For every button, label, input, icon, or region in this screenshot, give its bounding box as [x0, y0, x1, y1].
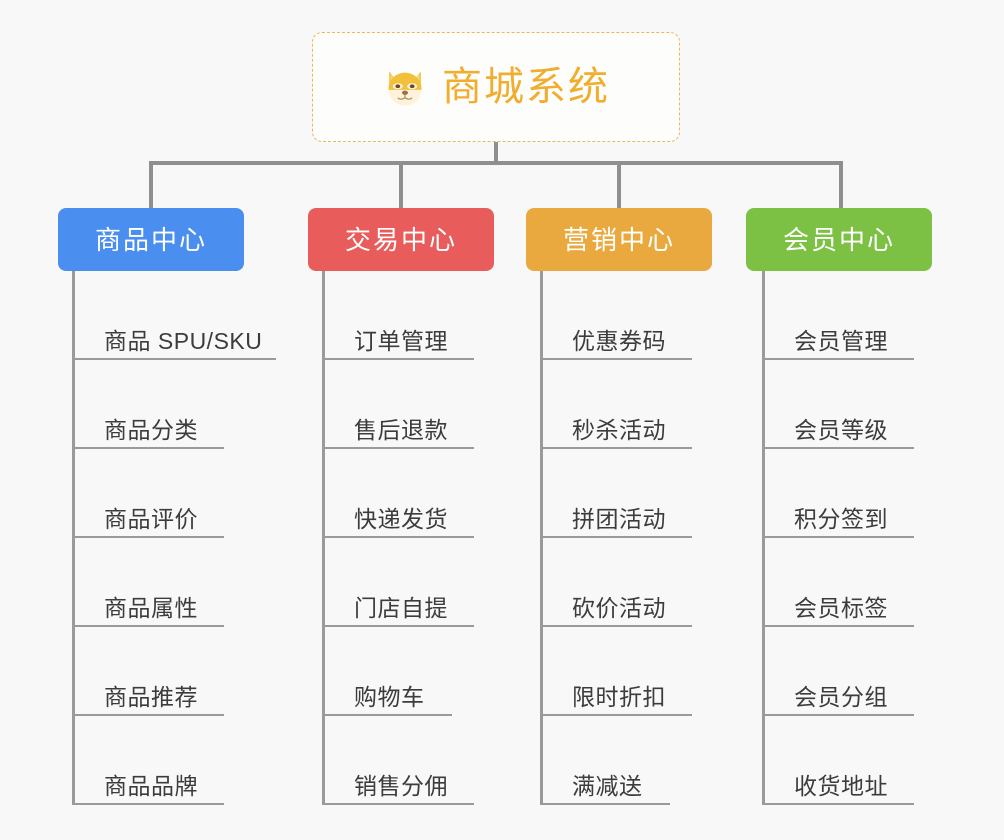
- list-item[interactable]: 积分签到: [762, 449, 914, 538]
- category-label-4: 会员中心: [782, 224, 895, 255]
- list-item[interactable]: 商品分类: [72, 360, 224, 449]
- column-trunk-2: [322, 271, 325, 805]
- column-trunk-3: [540, 271, 543, 805]
- list-item-label: 商品属性: [104, 594, 198, 621]
- list-item-label: 秒杀活动: [572, 416, 666, 443]
- list-item[interactable]: 快递发货: [322, 449, 474, 538]
- category-label-2: 交易中心: [344, 224, 457, 255]
- connector-bus-bar: [149, 161, 843, 165]
- category-header-3[interactable]: 营销中心: [526, 208, 712, 271]
- category-header-4[interactable]: 会员中心: [746, 208, 932, 271]
- shiba-dog-emoji-icon: [382, 64, 428, 110]
- list-item[interactable]: 售后退款: [322, 360, 474, 449]
- connector-drop-2: [399, 161, 403, 209]
- list-item-label: 拼团活动: [572, 505, 666, 532]
- root-node[interactable]: 商城系统: [312, 32, 680, 142]
- list-item[interactable]: 商品评价: [72, 449, 224, 538]
- list-item[interactable]: 商品属性: [72, 538, 224, 627]
- list-item[interactable]: 限时折扣: [540, 627, 692, 716]
- list-item[interactable]: 购物车: [322, 627, 452, 716]
- list-item-label: 商品品牌: [104, 772, 198, 799]
- list-item[interactable]: 商品推荐: [72, 627, 224, 716]
- list-item-label: 限时折扣: [572, 683, 666, 710]
- category-header-2[interactable]: 交易中心: [308, 208, 494, 271]
- list-item-label: 购物车: [354, 683, 425, 710]
- list-item-label: 收货地址: [794, 772, 888, 799]
- list-item[interactable]: 会员等级: [762, 360, 914, 449]
- connector-drop-3: [617, 161, 621, 209]
- list-item-label: 优惠券码: [572, 327, 666, 354]
- list-item-label: 快递发货: [354, 505, 448, 532]
- list-item[interactable]: 优惠券码: [540, 271, 692, 360]
- list-item-label: 商品评价: [104, 505, 198, 532]
- connector-root-stem: [494, 142, 498, 164]
- list-item[interactable]: 会员分组: [762, 627, 914, 716]
- list-item-label: 会员等级: [794, 416, 888, 443]
- list-item[interactable]: 商品品牌: [72, 716, 224, 805]
- list-item-label: 会员标签: [794, 594, 888, 621]
- list-item-label: 积分签到: [794, 505, 888, 532]
- list-item-label: 售后退款: [354, 416, 448, 443]
- list-item-label: 砍价活动: [572, 594, 666, 621]
- list-item-label: 商品 SPU/SKU: [104, 327, 263, 354]
- list-item[interactable]: 销售分佣: [322, 716, 474, 805]
- list-item-label: 门店自提: [354, 594, 448, 621]
- list-item-label: 商品分类: [104, 416, 198, 443]
- root-title: 商城系统: [442, 65, 610, 109]
- column-trunk-4: [762, 271, 765, 805]
- list-item-label: 会员分组: [794, 683, 888, 710]
- connector-drop-4: [839, 161, 843, 209]
- column-trunk-1: [72, 271, 75, 805]
- connector-drop-1: [149, 161, 153, 209]
- list-item-label: 销售分佣: [354, 772, 448, 799]
- category-label-1: 商品中心: [94, 224, 207, 255]
- list-item[interactable]: 门店自提: [322, 538, 474, 627]
- list-item-label: 订单管理: [354, 327, 448, 354]
- list-item[interactable]: 会员标签: [762, 538, 914, 627]
- list-item[interactable]: 满减送: [540, 716, 670, 805]
- list-item[interactable]: 收货地址: [762, 716, 914, 805]
- category-label-3: 营销中心: [562, 224, 675, 255]
- list-item-label: 商品推荐: [104, 683, 198, 710]
- list-item[interactable]: 秒杀活动: [540, 360, 692, 449]
- list-item-label: 会员管理: [794, 327, 888, 354]
- list-item[interactable]: 拼团活动: [540, 449, 692, 538]
- category-header-1[interactable]: 商品中心: [58, 208, 244, 271]
- list-item[interactable]: 订单管理: [322, 271, 474, 360]
- list-item[interactable]: 商品 SPU/SKU: [72, 271, 276, 360]
- list-item-label: 满减送: [572, 772, 643, 799]
- list-item[interactable]: 会员管理: [762, 271, 914, 360]
- list-item[interactable]: 砍价活动: [540, 538, 692, 627]
